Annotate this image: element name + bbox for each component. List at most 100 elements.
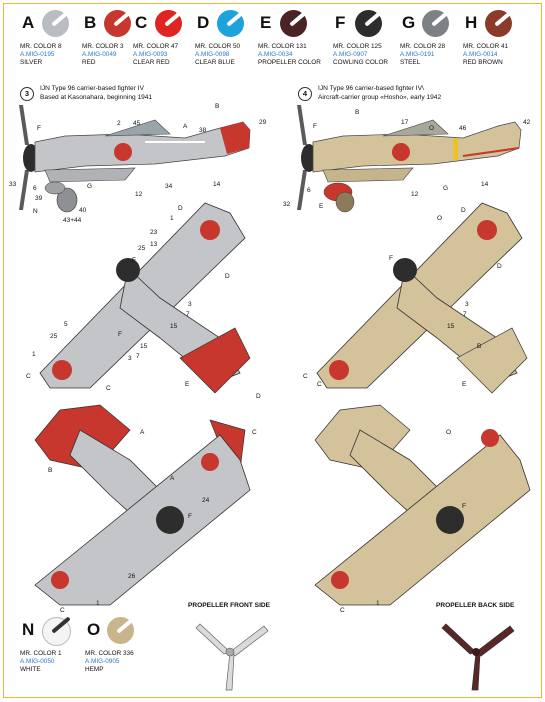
hinomaru-wing bbox=[477, 220, 497, 240]
callout: A bbox=[140, 429, 145, 436]
callout: 3 bbox=[128, 355, 132, 362]
swatch-desc: STEEL bbox=[400, 59, 421, 66]
wing-lower bbox=[314, 434, 531, 606]
swatch-desc: WHITE bbox=[20, 666, 41, 673]
callout: 33 bbox=[9, 181, 17, 188]
color-swatch-o: O MR. COLOR 336 A.MIG-0905 HEMP bbox=[85, 616, 155, 687]
callout: 6 bbox=[307, 187, 311, 194]
swatch-code: A.MIG-0034 bbox=[258, 51, 293, 58]
swatch-desc: COWLING COLOR bbox=[333, 59, 389, 66]
callout: 17 bbox=[401, 119, 409, 126]
callout: F bbox=[37, 125, 41, 132]
callout: O bbox=[429, 125, 434, 132]
swatch-letter: H bbox=[465, 13, 478, 32]
swatch-code: A.MIG-0905 bbox=[85, 658, 120, 665]
callout: 1 bbox=[96, 600, 100, 607]
callout: D bbox=[497, 263, 502, 270]
swatch-letter: A bbox=[22, 13, 35, 32]
swatch-name: MR. COLOR 8 bbox=[20, 43, 62, 50]
swatch-letter: O bbox=[87, 620, 101, 639]
callout: 7 bbox=[463, 311, 467, 318]
callout: 6 bbox=[33, 185, 37, 192]
color-swatch-h: H MR. COLOR 41 A.MIG-0014 RED BROWN bbox=[463, 9, 533, 80]
color-swatch-e: E MR. COLOR 131 A.MIG-0034 PROPELLER COL… bbox=[258, 9, 328, 80]
callout: G bbox=[443, 185, 448, 192]
wing-lower bbox=[34, 434, 251, 606]
swatch-name: MR. COLOR 1 bbox=[20, 650, 62, 657]
prop-blade bbox=[229, 625, 269, 657]
hinomaru-wing bbox=[52, 360, 72, 380]
scheme-title-3: IJN Type 96 carrier-based fighter IV Bas… bbox=[40, 85, 152, 102]
callout: 45 bbox=[133, 120, 141, 127]
prop-blade bbox=[225, 651, 235, 691]
callout: F bbox=[118, 331, 122, 338]
propeller-blade-bottom bbox=[297, 170, 307, 210]
callout: C bbox=[252, 429, 257, 436]
callout: D bbox=[256, 393, 261, 400]
propeller-front bbox=[195, 623, 269, 691]
bottom-view-4: O F 1 C bbox=[314, 404, 531, 614]
swatch-code: A.MIG-0098 bbox=[195, 51, 230, 58]
callout: 7 bbox=[136, 353, 140, 360]
callout: 29 bbox=[259, 119, 267, 126]
callout: 38 bbox=[199, 127, 207, 134]
callout: C bbox=[106, 385, 111, 392]
swatch-name: MR. COLOR 41 bbox=[463, 43, 509, 50]
callout: 3 bbox=[465, 301, 469, 308]
swatch-name: MR. COLOR 28 bbox=[400, 43, 446, 50]
swatch-code: A.MIG-0049 bbox=[82, 51, 117, 58]
propeller-blade-top bbox=[297, 105, 307, 145]
hinomaru-wing bbox=[329, 360, 349, 380]
swatch-desc: SILVER bbox=[20, 59, 43, 66]
color-swatch-a: A MR. COLOR 8 A.MIG-0195 SILVER bbox=[20, 9, 90, 80]
swatch-letter: C bbox=[135, 13, 148, 32]
swatch-desc: CLEAR RED bbox=[133, 59, 170, 66]
callout: C bbox=[60, 607, 65, 614]
hinomaru bbox=[392, 143, 410, 161]
swatch-name: MR. COLOR 47 bbox=[133, 43, 179, 50]
scheme-line-1: IJN Type 96 carrier-based fighter IV\ bbox=[318, 85, 424, 92]
hinomaru-wing bbox=[200, 220, 220, 240]
callout: E bbox=[185, 381, 190, 388]
drop-tank bbox=[44, 181, 66, 195]
prop-hub bbox=[472, 648, 480, 656]
swatch-name: MR. COLOR 125 bbox=[333, 43, 382, 50]
swatch-letter: B bbox=[84, 13, 97, 32]
wheel-spat bbox=[56, 187, 78, 213]
callout: 5 bbox=[64, 321, 68, 328]
callout: C bbox=[303, 373, 308, 380]
callout: E bbox=[462, 381, 467, 388]
cowling bbox=[436, 506, 464, 534]
callout: F bbox=[132, 257, 136, 264]
propeller-back bbox=[441, 623, 515, 691]
swatch-letter: D bbox=[197, 13, 210, 32]
callout: 2 bbox=[117, 120, 121, 127]
cowling bbox=[156, 506, 184, 534]
callout: A bbox=[170, 475, 175, 482]
callout: F bbox=[462, 503, 466, 510]
propeller-blade-bottom bbox=[19, 170, 29, 210]
callout: 25 bbox=[138, 245, 146, 252]
swatch-desc: RED bbox=[82, 59, 96, 66]
swatch-letter: N bbox=[22, 620, 35, 639]
callout: F bbox=[313, 123, 317, 130]
callout: A bbox=[183, 123, 188, 130]
propeller-front-label: PROPELLER FRONT SIDE bbox=[188, 602, 271, 609]
top-view-4: O D F D 3 7 15 B C C E bbox=[303, 202, 528, 394]
cowling bbox=[116, 258, 140, 282]
callout: 42 bbox=[523, 119, 531, 126]
bottom-view-3: A B C A F 24 26 1 C bbox=[34, 404, 257, 614]
propeller-back-label: PROPELLER BACK SIDE bbox=[436, 602, 515, 609]
cowling bbox=[393, 258, 417, 282]
top-view-3: D 1 23 13 25 F D 3 7 15 5 25 1 C F 15 7 … bbox=[26, 202, 261, 400]
callout: 14 bbox=[213, 181, 221, 188]
callout: O bbox=[446, 429, 451, 436]
callout: E bbox=[319, 203, 324, 210]
callout: 1 bbox=[32, 351, 36, 358]
swatch-name: MR. COLOR 336 bbox=[85, 650, 134, 657]
swatch-desc: CLEAR BLUE bbox=[195, 59, 235, 66]
color-swatch-n: N MR. COLOR 1 A.MIG-0050 WHITE bbox=[20, 616, 90, 687]
prop-hub bbox=[225, 647, 235, 657]
scheme-line-1: IJN Type 96 carrier-based fighter IV bbox=[40, 85, 144, 92]
prop-blade bbox=[195, 623, 231, 655]
